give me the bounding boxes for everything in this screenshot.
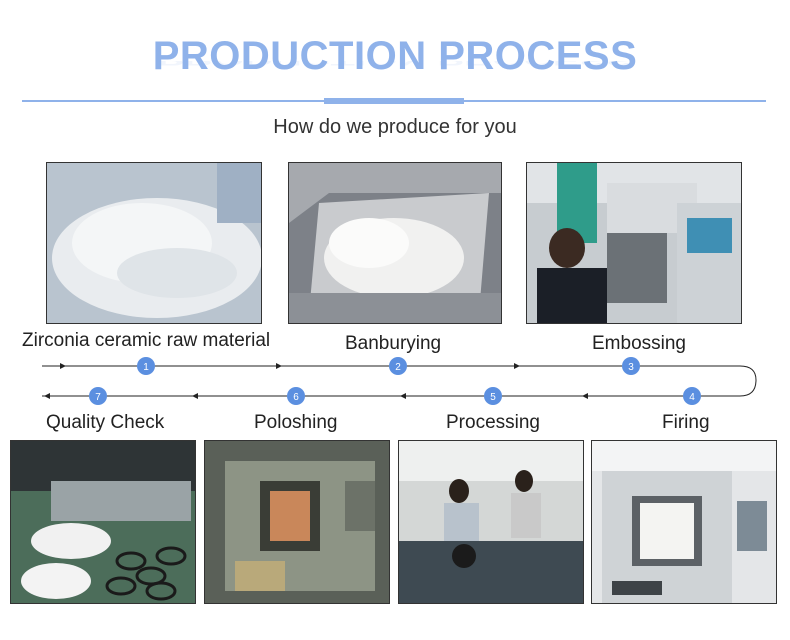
page-title: PRODUCTION PROCESS	[152, 34, 638, 78]
step-label-2: Banburying	[345, 333, 442, 354]
step-marker-2: 2	[389, 357, 407, 375]
step-marker-7: 7	[89, 387, 107, 405]
step-label-3: Embossing	[592, 333, 686, 354]
step-label-4: Firing	[662, 412, 710, 433]
photo-processing	[398, 440, 584, 604]
step-number-5: 5	[490, 392, 496, 403]
process-flow: 1 2 3 4 5 6 7	[42, 357, 757, 405]
step-marker-4: 4	[683, 387, 701, 405]
page-subtitle: How do we produce for you	[273, 116, 517, 138]
photo-poloshing	[204, 440, 390, 604]
step-marker-1: 1	[137, 357, 155, 375]
step-number-2: 2	[395, 362, 401, 373]
step-number-7: 7	[95, 392, 101, 403]
photo-quality-check	[10, 440, 196, 604]
step-marker-6: 6	[287, 387, 305, 405]
photo-raw-material	[46, 162, 262, 324]
step-label-1: Zirconia ceramic raw material	[22, 330, 271, 351]
step-number-1: 1	[143, 362, 149, 373]
title-reflection: PRODUCTION PROCESS	[0, 61, 790, 68]
photo-firing	[591, 440, 777, 604]
photo-embossing	[526, 162, 742, 324]
header-divider-accent	[324, 98, 464, 104]
step-label-5: Processing	[446, 412, 540, 433]
step-number-4: 4	[689, 392, 695, 403]
step-label-6: Poloshing	[254, 412, 338, 433]
step-marker-5: 5	[484, 387, 502, 405]
step-number-3: 3	[628, 362, 634, 373]
step-marker-3: 3	[622, 357, 640, 375]
photo-banburying	[288, 162, 502, 324]
step-number-6: 6	[293, 392, 299, 403]
step-label-7: Quality Check	[46, 412, 165, 433]
